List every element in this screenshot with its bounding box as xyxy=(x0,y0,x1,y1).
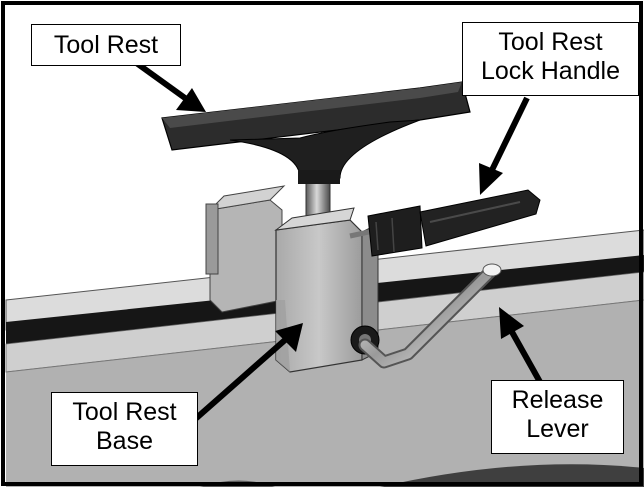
label-tool-rest-lock-handle: Tool Rest Lock Handle xyxy=(462,22,639,96)
label-base-line-2: Base xyxy=(96,427,153,455)
arrow-to-lock-handle xyxy=(479,96,530,195)
label-tool-rest-base: Tool Rest Base xyxy=(51,392,198,466)
label-release-line-2: Lever xyxy=(526,415,589,443)
label-tool-rest: Tool Rest xyxy=(31,24,181,66)
label-base-line-1: Tool Rest xyxy=(72,398,177,426)
label-release-lever: Release Lever xyxy=(491,380,624,454)
label-release-line-1: Release xyxy=(511,386,604,414)
arrow-to-release-lever xyxy=(499,307,543,384)
base-clamp-block xyxy=(205,185,286,313)
label-lock-handle-line-1: Tool Rest xyxy=(498,28,603,56)
tool-rest-bar xyxy=(161,81,471,184)
callout-arrows xyxy=(133,59,543,439)
release-lever xyxy=(350,263,502,369)
label-lock-handle-line-2: Lock Handle xyxy=(481,57,620,85)
label-tool-rest-line-1: Tool Rest xyxy=(53,31,159,59)
lock-handle xyxy=(349,189,541,257)
arrow-to-tool-rest xyxy=(133,59,206,112)
